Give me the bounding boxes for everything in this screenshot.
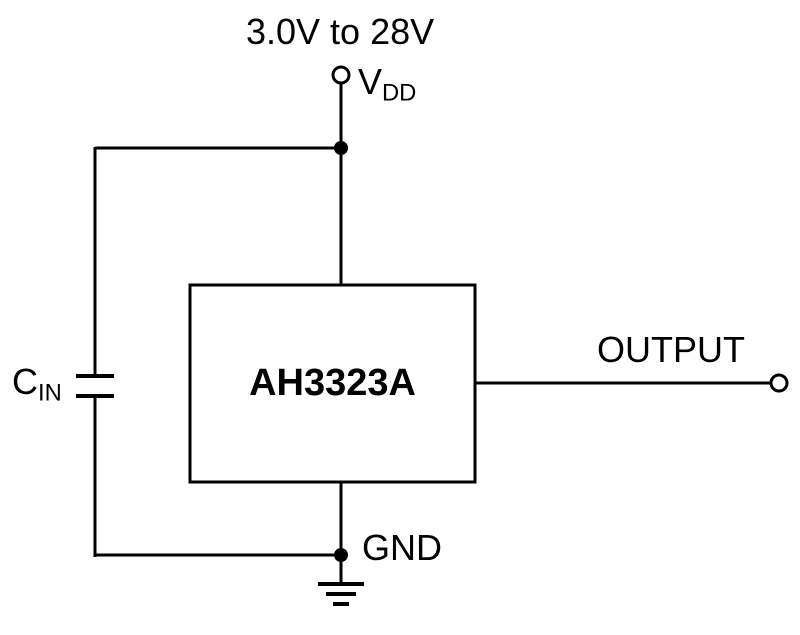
cin-main: C (12, 361, 38, 402)
vdd-pin-label: VDD (358, 62, 416, 107)
output-pin-label: OUTPUT (597, 329, 745, 370)
output-terminal (769, 373, 789, 393)
cin-subscript: IN (38, 379, 62, 407)
junction-dot-vdd (334, 141, 348, 155)
supply-voltage-range-label: 3.0V to 28V (246, 11, 435, 52)
junction-dot-gnd (334, 548, 348, 562)
vdd-subscript: DD (382, 79, 417, 107)
input-capacitor-label: CIN (12, 362, 62, 407)
gnd-pin-label: GND (362, 527, 442, 568)
vdd-terminal (331, 65, 351, 85)
vdd-main: V (358, 61, 383, 102)
ic-body (188, 283, 477, 484)
ic-part-number-label: AH3323A (249, 362, 416, 404)
ground-symbol (318, 582, 364, 606)
